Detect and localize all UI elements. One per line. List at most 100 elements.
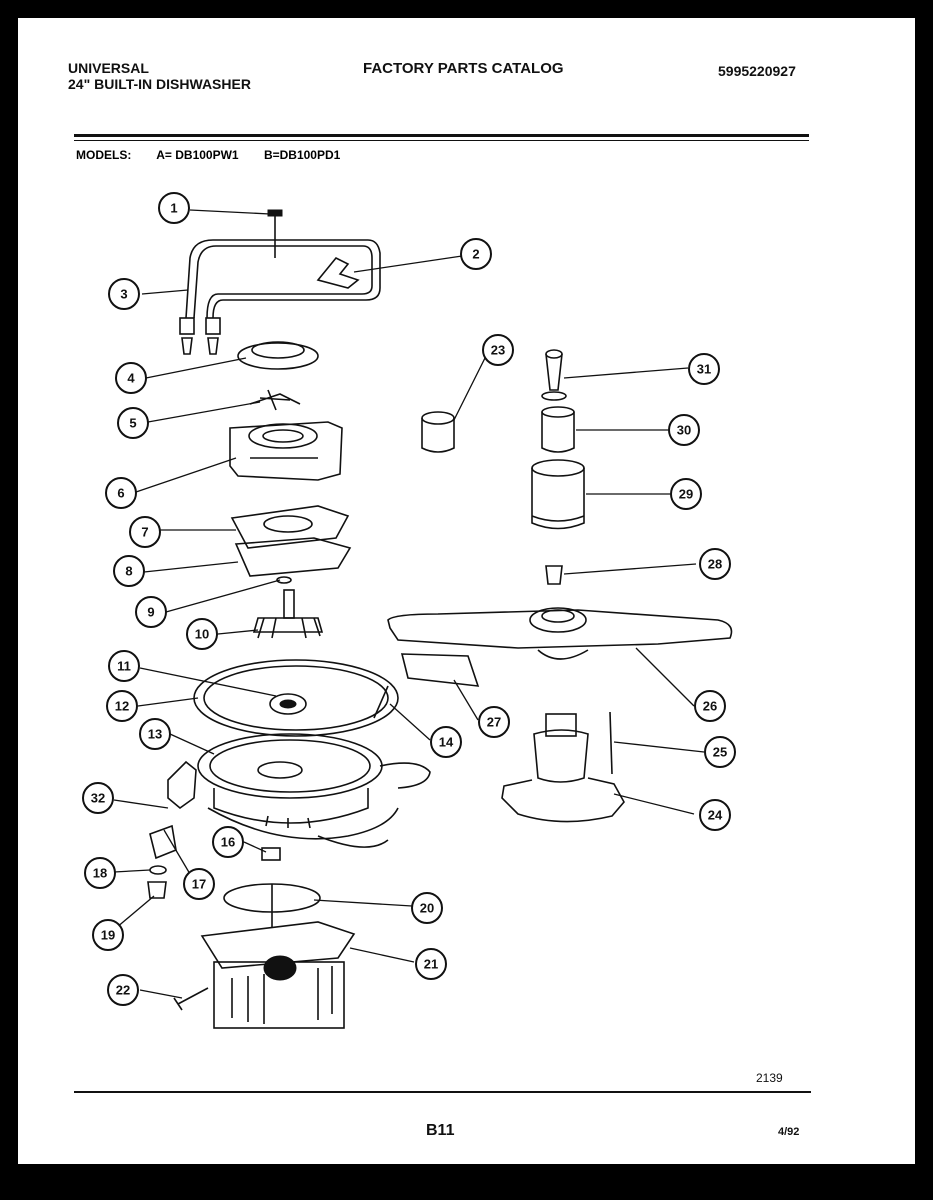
callout-5: 5 (117, 407, 149, 439)
callout-label: 7 (141, 525, 148, 540)
callout-3: 3 (108, 278, 140, 310)
brand-name: UNIVERSAL (68, 60, 149, 76)
callout-label: 21 (424, 957, 438, 972)
footer-rule (74, 1091, 811, 1093)
part-hose-clamp (207, 807, 399, 840)
part-screw-14 (373, 685, 389, 719)
callout-label: 17 (192, 877, 206, 892)
models-label: MODELS: (76, 148, 132, 162)
part-gasket (230, 505, 350, 549)
callout-label: 18 (93, 866, 107, 881)
header-rule-thin (74, 140, 809, 141)
catalog-title: FACTORY PARTS CATALOG (363, 60, 564, 77)
part-plate (234, 537, 352, 577)
callout-13: 13 (139, 718, 171, 750)
callout-label: 31 (697, 362, 711, 377)
part-motor (200, 921, 356, 1029)
callout-label: 29 (679, 487, 693, 502)
model-a: A= DB100PW1 (156, 148, 239, 162)
part-spacer (421, 411, 455, 453)
callout-22: 22 (107, 974, 139, 1006)
callout-30: 30 (668, 414, 700, 446)
callout-4: 4 (115, 362, 147, 394)
callout-14: 14 (430, 726, 462, 758)
callout-label: 4 (127, 371, 135, 386)
callout-label: 20 (420, 901, 434, 916)
part-tube (541, 406, 575, 453)
models-line: MODELS: A= DB100PW1 B=DB100PD1 (76, 148, 362, 162)
part-deflector (400, 653, 480, 687)
callout-9: 9 (135, 596, 167, 628)
callout-1: 1 (158, 192, 190, 224)
part-screw (267, 209, 283, 258)
parts-artwork (147, 209, 733, 1029)
revision-date: 4/92 (778, 1126, 800, 1138)
callout-label: 32 (91, 791, 105, 806)
part-feed-tube (531, 459, 585, 530)
callout-12: 12 (106, 690, 138, 722)
part-cap (237, 342, 319, 370)
drawing-number: 2139 (756, 1071, 783, 1085)
callout-label: 23 (491, 343, 505, 358)
callout-19: 19 (92, 919, 124, 951)
leader-lines (113, 209, 705, 999)
callout-8: 8 (113, 555, 145, 587)
callout-18: 18 (84, 857, 116, 889)
part-spray-arm (387, 607, 733, 660)
callout-label: 3 (120, 287, 127, 302)
part-motor-screw (173, 987, 209, 1011)
part-spider (249, 389, 301, 411)
part-clip (149, 824, 177, 860)
callout-label: 26 (703, 699, 717, 714)
part-support (501, 713, 625, 823)
callout-25: 25 (704, 736, 736, 768)
callout-label: 11 (117, 659, 131, 674)
part-plug (147, 881, 167, 899)
part-bracket (316, 256, 360, 289)
callout-11: 11 (108, 650, 140, 682)
callout-label: 28 (708, 557, 722, 572)
model-b: B=DB100PD1 (263, 148, 341, 162)
callout-24: 24 (699, 799, 731, 831)
part-pump-base (197, 733, 431, 829)
part-valve (167, 760, 197, 810)
header-rule (74, 134, 809, 137)
callout-label: 5 (129, 416, 136, 431)
callout-23: 23 (482, 334, 514, 366)
catalog-page: UNIVERSAL 24" BUILT-IN DISHWASHER FACTOR… (18, 18, 915, 1164)
callout-label: 22 (116, 983, 130, 998)
callout-label: 10 (195, 627, 209, 642)
part-upper-nozzle (541, 349, 567, 401)
callout-label: 9 (147, 605, 154, 620)
callout-16: 16 (212, 826, 244, 858)
page-number: B11 (426, 1122, 455, 1139)
callout-label: 13 (148, 727, 162, 742)
callout-label: 14 (439, 735, 454, 750)
callout-28: 28 (699, 548, 731, 580)
callout-label: 27 (487, 715, 501, 730)
callout-2: 2 (460, 238, 492, 270)
callout-10: 10 (186, 618, 218, 650)
callout-27: 27 (478, 706, 510, 738)
callout-label: 19 (101, 928, 115, 943)
callout-label: 25 (713, 745, 727, 760)
callout-label: 24 (708, 808, 723, 823)
catalog-part-number: 5995220927 (718, 63, 796, 79)
callout-label: 1 (170, 201, 177, 216)
part-washer (149, 865, 167, 875)
part-seal (269, 693, 307, 715)
callout-21: 21 (415, 948, 447, 980)
part-ring (193, 659, 399, 737)
product-name: 24" BUILT-IN DISHWASHER (68, 76, 251, 92)
exploded-parts-diagram: 1 2 3 4 5 6 7 8 9 10 11 12 13 14 16 17 1… (82, 192, 736, 1029)
callout-7: 7 (129, 516, 161, 548)
callout-6: 6 (105, 477, 137, 509)
part-nut (545, 565, 563, 585)
callout-label: 8 (125, 564, 132, 579)
callout-32: 32 (82, 782, 114, 814)
part-impeller (252, 589, 324, 639)
brand-block: UNIVERSAL 24" BUILT-IN DISHWASHER (68, 60, 251, 92)
callout-29: 29 (670, 478, 702, 510)
part-wash-tube (185, 239, 381, 319)
callout-17: 17 (183, 868, 215, 900)
